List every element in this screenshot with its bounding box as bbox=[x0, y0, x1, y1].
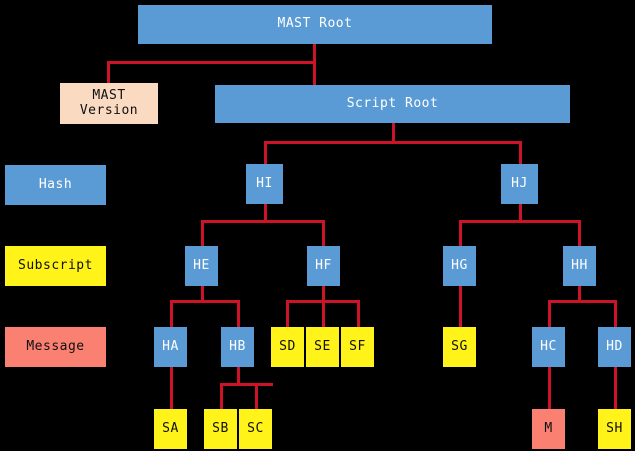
node-hi: HI bbox=[246, 164, 283, 204]
node-hh: HH bbox=[563, 246, 596, 286]
edge-to-se bbox=[322, 300, 325, 328]
node-mast-version: MAST Version bbox=[60, 83, 158, 124]
edge-mast-root-bus bbox=[107, 61, 316, 64]
node-sb: SB bbox=[204, 409, 237, 449]
node-label-hc: HC bbox=[540, 338, 557, 354]
edge-to-hd bbox=[614, 300, 617, 328]
node-label-sh: SH bbox=[606, 420, 623, 436]
node-hj: HJ bbox=[501, 164, 538, 204]
edge-hg-to-sg bbox=[459, 286, 462, 328]
node-label-hb: HB bbox=[229, 338, 246, 354]
node-label-mast-version-line2: Version bbox=[79, 102, 139, 118]
node-m: M bbox=[532, 409, 565, 449]
node-label-sg: SG bbox=[451, 338, 468, 354]
node-ha: HA bbox=[154, 327, 187, 367]
edge-to-hb bbox=[237, 300, 240, 328]
edge-to-script-root bbox=[313, 61, 316, 86]
edge-he-bus bbox=[170, 300, 240, 303]
edge-to-hf bbox=[322, 220, 325, 247]
edge-hb-stem bbox=[237, 367, 240, 385]
node-hf: HF bbox=[307, 246, 340, 286]
node-label-hd: HD bbox=[606, 338, 623, 354]
node-label-script-root: Script Root bbox=[346, 95, 439, 111]
edge-hc-to-m bbox=[548, 367, 551, 409]
node-script-root: Script Root bbox=[215, 85, 570, 123]
edge-hj-bus bbox=[459, 220, 581, 223]
edge-to-sb bbox=[220, 383, 223, 409]
edge-hi-bus bbox=[201, 220, 325, 223]
edge-hh-bus bbox=[548, 300, 617, 303]
node-label-hi: HI bbox=[256, 175, 273, 191]
node-sg: SG bbox=[443, 327, 476, 367]
legend-item-message: Message bbox=[5, 327, 106, 367]
node-label-se: SE bbox=[314, 338, 331, 354]
node-label-he: HE bbox=[193, 257, 210, 273]
node-label-sa: SA bbox=[162, 420, 179, 436]
node-label-sd: SD bbox=[279, 338, 296, 354]
edge-to-hj bbox=[519, 141, 522, 165]
edge-to-ha bbox=[170, 300, 173, 328]
node-label-ha: HA bbox=[162, 338, 179, 354]
edge-mast-root-stem bbox=[313, 43, 316, 63]
node-label-mast-version-line1: MAST bbox=[92, 87, 126, 103]
node-label-sc: SC bbox=[247, 420, 264, 436]
edge-to-sd bbox=[286, 300, 289, 328]
node-hc: HC bbox=[532, 327, 565, 367]
edge-to-mast-version bbox=[107, 61, 110, 84]
node-mast-root: MAST Root bbox=[138, 5, 492, 44]
edge-hi-stem bbox=[264, 204, 267, 222]
edge-to-hi bbox=[264, 141, 267, 165]
edge-script-root-bus bbox=[264, 141, 521, 144]
node-sc: SC bbox=[239, 409, 272, 449]
edge-script-root-stem bbox=[392, 123, 395, 143]
edge-to-hg bbox=[459, 220, 462, 247]
edge-to-he bbox=[201, 220, 204, 247]
node-label-m: M bbox=[544, 420, 553, 436]
edge-to-hc bbox=[548, 300, 551, 328]
node-label-sb: SB bbox=[212, 420, 229, 436]
node-label-hh: HH bbox=[571, 257, 588, 273]
edge-hj-stem bbox=[519, 204, 522, 222]
legend-label-subscript: Subscript bbox=[18, 257, 93, 273]
edge-hf-stem bbox=[322, 286, 325, 302]
node-he: HE bbox=[185, 246, 218, 286]
node-hd: HD bbox=[598, 327, 631, 367]
node-hb: HB bbox=[221, 327, 254, 367]
node-sa: SA bbox=[154, 409, 187, 449]
node-label-hg: HG bbox=[451, 257, 468, 273]
edge-hh-stem bbox=[578, 286, 581, 302]
edge-hd-to-sh bbox=[614, 367, 617, 409]
legend-label-message: Message bbox=[26, 338, 85, 354]
edge-to-hh bbox=[578, 220, 581, 247]
legend-label-hash: Hash bbox=[38, 176, 73, 192]
node-label-hj: HJ bbox=[511, 175, 528, 191]
node-sh: SH bbox=[598, 409, 631, 449]
node-sf: SF bbox=[341, 327, 374, 367]
edge-hb-bus bbox=[220, 383, 273, 386]
node-sd: SD bbox=[271, 327, 304, 367]
edge-ha-to-sa bbox=[170, 367, 173, 409]
node-hg: HG bbox=[443, 246, 476, 286]
edge-he-stem bbox=[201, 286, 204, 302]
edge-to-sc bbox=[255, 383, 258, 409]
node-label-mast-root: MAST Root bbox=[277, 16, 353, 32]
node-label-sf: SF bbox=[349, 338, 366, 354]
node-se: SE bbox=[306, 327, 339, 367]
edge-to-sf bbox=[357, 300, 360, 328]
node-label-hf: HF bbox=[315, 257, 332, 273]
legend-item-subscript: Subscript bbox=[5, 246, 106, 286]
legend-item-hash: Hash bbox=[5, 165, 106, 205]
